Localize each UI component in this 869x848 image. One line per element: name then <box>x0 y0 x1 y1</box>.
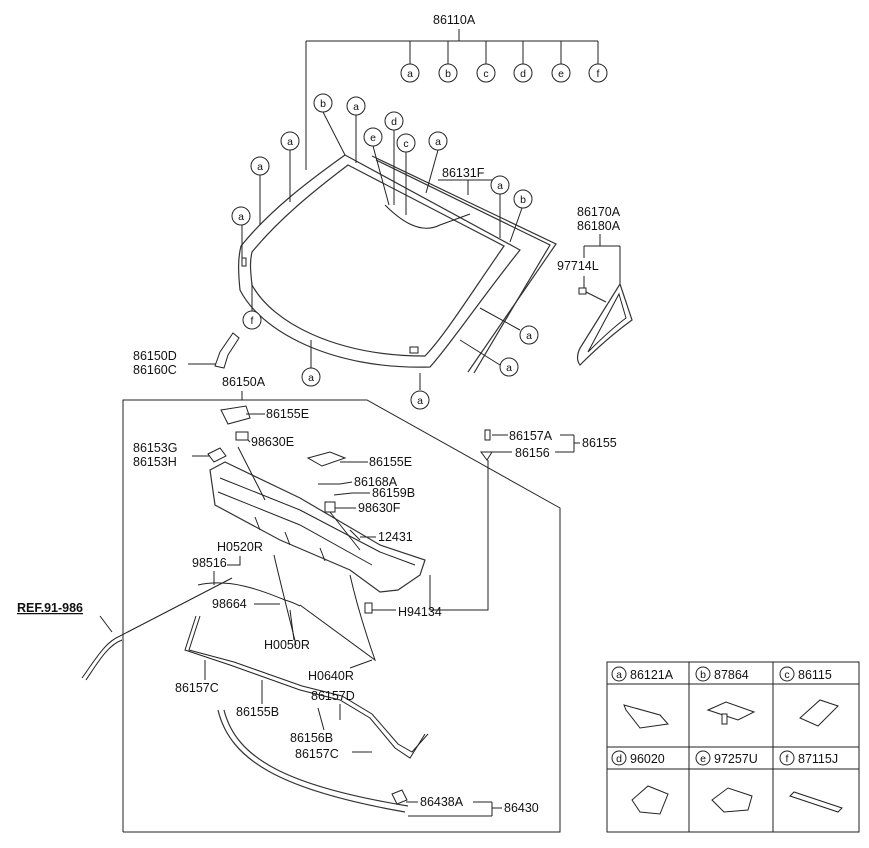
legend-table: a 86121A b 87864 c 86115 d 96020 e 97257… <box>606 661 860 833</box>
top-molding-strip <box>371 155 557 374</box>
svg-text:a: a <box>257 161 263 173</box>
cowl-parts: 86155E 98630E 86153G 86153H 86155E 86168… <box>133 405 415 544</box>
assembly-circle-letters: a b c d e f <box>400 63 608 83</box>
svg-text:98664: 98664 <box>212 597 247 611</box>
svg-text:86115: 86115 <box>798 668 832 682</box>
label-top-strip: 86131F <box>442 166 485 180</box>
svg-text:86121A: 86121A <box>630 668 674 682</box>
label-quarter-clip: 97714L <box>557 259 599 273</box>
svg-text:86153H: 86153H <box>133 455 177 469</box>
svg-text:86157D: 86157D <box>311 689 355 703</box>
windshield-glass <box>238 154 521 368</box>
svg-text:86438A: 86438A <box>420 795 464 809</box>
cowl-group: 86150A <box>122 375 561 833</box>
label-stay-a: 86150D <box>133 349 177 363</box>
svg-text:87864: 87864 <box>714 668 749 682</box>
svg-text:86159B: 86159B <box>372 486 415 500</box>
svg-text:86157A: 86157A <box>509 429 553 443</box>
svg-text:98516: 98516 <box>192 556 227 570</box>
ref-label: REF.91-986 <box>17 601 83 615</box>
legend-cell-d: d 96020 <box>611 750 669 815</box>
svg-text:b: b <box>445 68 451 80</box>
weatherstrip: 86157C 86155B 86157D 86156B 86157C <box>175 615 429 761</box>
svg-text:d: d <box>520 68 526 80</box>
svg-text:86155B: 86155B <box>236 705 279 719</box>
svg-text:d: d <box>616 753 622 765</box>
svg-text:86155E: 86155E <box>266 407 309 421</box>
svg-text:f: f <box>251 315 254 327</box>
fasteners: 86157A 86155 86156 <box>429 429 617 611</box>
svg-text:b: b <box>520 194 526 206</box>
svg-text:86168A: 86168A <box>354 475 398 489</box>
svg-text:a: a <box>506 362 512 374</box>
svg-text:86430: 86430 <box>504 801 539 815</box>
svg-text:e: e <box>370 132 376 144</box>
svg-text:e: e <box>700 753 706 765</box>
svg-text:H0050R: H0050R <box>264 638 310 652</box>
legend-cell-f: f 87115J <box>779 750 843 813</box>
svg-text:87115J: 87115J <box>798 752 838 766</box>
svg-text:12431: 12431 <box>378 530 413 544</box>
svg-text:f: f <box>597 68 600 80</box>
glass-circle-letters: a a a b a e d c a a b f a a a a <box>231 93 539 410</box>
cowl-panel <box>209 446 426 593</box>
svg-text:a: a <box>238 211 244 223</box>
label-stay-b: 86160C <box>133 363 177 377</box>
svg-text:d: d <box>391 116 397 128</box>
svg-text:a: a <box>353 101 359 113</box>
label-quarter-b: 86180A <box>577 219 621 233</box>
legend-cell-e: e 97257U <box>695 750 758 813</box>
svg-text:c: c <box>784 669 789 681</box>
svg-text:86157C: 86157C <box>175 681 219 695</box>
svg-text:a: a <box>497 180 503 192</box>
left-stay: 86150D 86160C <box>133 332 240 377</box>
svg-text:86153G: 86153G <box>133 441 177 455</box>
svg-text:H94134: H94134 <box>398 605 442 619</box>
label-cowl-assy: 86150A <box>222 375 266 389</box>
svg-text:86156B: 86156B <box>290 731 333 745</box>
svg-text:97257U: 97257U <box>714 752 758 766</box>
svg-text:f: f <box>786 753 789 765</box>
hoses: H0520R 98516 98664 H0050R H0640R REF.91-… <box>17 540 442 683</box>
legend-cell-c: c 86115 <box>779 666 839 727</box>
glass-leaders <box>241 111 523 390</box>
svg-text:98630F: 98630F <box>358 501 401 515</box>
svg-text:96020: 96020 <box>630 752 665 766</box>
svg-text:a: a <box>526 330 532 342</box>
svg-text:98630E: 98630E <box>251 435 294 449</box>
svg-text:b: b <box>700 669 706 681</box>
svg-text:a: a <box>308 372 314 384</box>
quarter-glass: 86170A 86180A 97714L <box>557 205 633 366</box>
svg-text:e: e <box>558 68 564 80</box>
svg-text:86156: 86156 <box>515 446 550 460</box>
svg-text:86155E: 86155E <box>369 455 412 469</box>
assembly-callout: 86110A <box>305 13 599 170</box>
svg-text:a: a <box>287 136 293 148</box>
svg-text:c: c <box>483 68 488 80</box>
svg-text:a: a <box>407 68 413 80</box>
svg-text:H0640R: H0640R <box>308 669 354 683</box>
retainer-strip: 86438A 86430 <box>217 709 539 817</box>
svg-text:a: a <box>435 136 441 148</box>
svg-text:a: a <box>417 395 423 407</box>
svg-text:c: c <box>403 138 408 150</box>
svg-text:a: a <box>616 669 622 681</box>
svg-text:H0520R: H0520R <box>217 540 263 554</box>
legend-cell-a: a 86121A <box>611 666 674 729</box>
assembly-number: 86110A <box>433 13 476 27</box>
svg-text:86155: 86155 <box>582 436 617 450</box>
label-quarter-a: 86170A <box>577 205 621 219</box>
legend-cell-b: b 87864 <box>695 666 756 725</box>
svg-text:b: b <box>320 98 326 110</box>
svg-text:86157C: 86157C <box>295 747 339 761</box>
